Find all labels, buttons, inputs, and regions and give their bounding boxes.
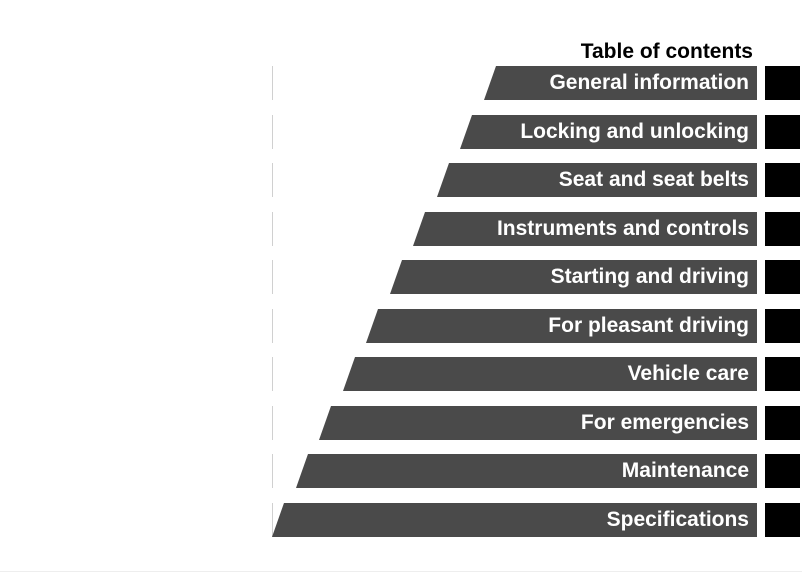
section-tab-marker bbox=[765, 260, 800, 294]
row-divider bbox=[272, 309, 273, 343]
toc-row-locking-and-unlocking: Locking and unlocking bbox=[0, 115, 802, 149]
row-divider bbox=[272, 454, 273, 488]
toc-label: Maintenance bbox=[621, 459, 749, 482]
toc-label: Starting and driving bbox=[550, 265, 749, 288]
row-divider bbox=[272, 260, 273, 294]
section-tab-marker bbox=[765, 503, 800, 537]
toc-label: Seat and seat belts bbox=[558, 168, 749, 191]
section-tab-marker bbox=[765, 163, 800, 197]
row-divider bbox=[272, 163, 273, 197]
row-divider bbox=[272, 212, 273, 246]
row-divider bbox=[272, 357, 273, 391]
toc-link-specifications[interactable]: Specifications bbox=[272, 503, 757, 537]
bottom-rule bbox=[0, 571, 802, 572]
toc-row-specifications: Specifications bbox=[0, 503, 802, 537]
toc-label: Locking and unlocking bbox=[520, 120, 749, 143]
toc-link-for-emergencies[interactable]: For emergencies bbox=[319, 406, 757, 440]
toc-title: Table of contents bbox=[580, 40, 753, 63]
toc-row-general-information: General information bbox=[0, 66, 802, 100]
toc-label: Vehicle care bbox=[627, 362, 749, 385]
toc-row-starting-and-driving: Starting and driving bbox=[0, 260, 802, 294]
toc-link-for-pleasant-driving[interactable]: For pleasant driving bbox=[366, 309, 757, 343]
toc-link-general-information[interactable]: General information bbox=[484, 66, 757, 100]
row-divider bbox=[272, 503, 273, 537]
toc-link-maintenance[interactable]: Maintenance bbox=[296, 454, 757, 488]
section-tab-marker bbox=[765, 357, 800, 391]
toc-label: For pleasant driving bbox=[548, 314, 749, 337]
toc-link-locking-and-unlocking[interactable]: Locking and unlocking bbox=[460, 115, 757, 149]
toc-row-vehicle-care: Vehicle care bbox=[0, 357, 802, 391]
toc-row-instruments-and-controls: Instruments and controls bbox=[0, 212, 802, 246]
toc-label: General information bbox=[549, 71, 749, 94]
toc-link-seat-and-seat-belts[interactable]: Seat and seat belts bbox=[437, 163, 757, 197]
row-divider bbox=[272, 406, 273, 440]
section-tab-marker bbox=[765, 406, 800, 440]
toc-row-seat-and-seat-belts: Seat and seat belts bbox=[0, 163, 802, 197]
section-tab-marker bbox=[765, 66, 800, 100]
section-tab-marker bbox=[765, 454, 800, 488]
toc-link-instruments-and-controls[interactable]: Instruments and controls bbox=[413, 212, 757, 246]
section-tab-marker bbox=[765, 309, 800, 343]
toc-label: For emergencies bbox=[580, 411, 749, 434]
row-divider bbox=[272, 115, 273, 149]
toc-row-for-pleasant-driving: For pleasant driving bbox=[0, 309, 802, 343]
toc-link-vehicle-care[interactable]: Vehicle care bbox=[343, 357, 757, 391]
row-divider bbox=[272, 66, 273, 100]
toc-row-for-emergencies: For emergencies bbox=[0, 406, 802, 440]
section-tab-marker bbox=[765, 212, 800, 246]
section-tab-marker bbox=[765, 115, 800, 149]
toc-row-maintenance: Maintenance bbox=[0, 454, 802, 488]
toc-link-starting-and-driving[interactable]: Starting and driving bbox=[390, 260, 757, 294]
toc-label: Instruments and controls bbox=[496, 217, 749, 240]
toc-label: Specifications bbox=[606, 508, 749, 531]
